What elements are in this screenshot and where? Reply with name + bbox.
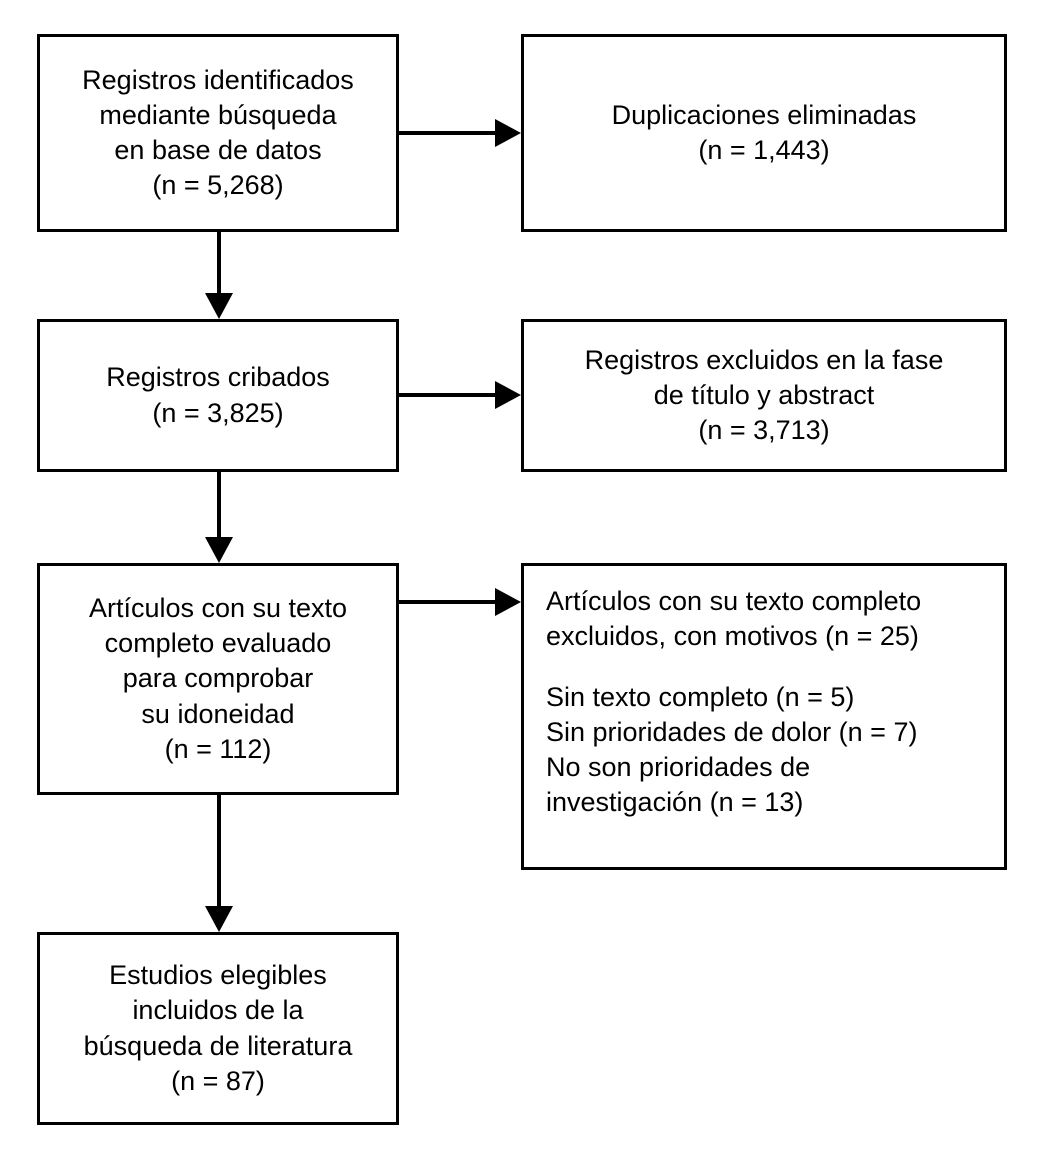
box-fulltext-assessed: Artículos con su texto completo evaluado… xyxy=(37,563,399,795)
arrow-head xyxy=(495,119,521,147)
arrow-right-icon-identified-to-duplicates xyxy=(399,119,521,147)
arrow-right-icon-fulltext-to-excluded xyxy=(399,588,521,616)
box-line: Registros excluidos en la fase xyxy=(584,344,944,375)
box-line: Registros identificados xyxy=(82,64,354,95)
box-line: Registros cribados xyxy=(106,362,330,393)
box-line-count: (n = 3,825) xyxy=(152,397,284,428)
box-records-excluded-title-abstract: Registros excluidos en la fase de título… xyxy=(521,319,1007,472)
arrow-down-icon-identified-to-screened xyxy=(205,232,233,319)
arrow-shaft xyxy=(399,131,499,135)
box-line-reason: Sin prioridades de dolor (n = 7) xyxy=(546,716,918,747)
box-line-reason: investigación (n = 13) xyxy=(546,787,804,818)
box-line: en base de datos xyxy=(114,135,322,165)
box-line-count: (n = 5,268) xyxy=(152,170,284,201)
box-line-count: (n = 1,443) xyxy=(698,135,830,165)
arrow-head xyxy=(205,906,233,932)
box-line: su idoneidad xyxy=(141,698,295,729)
box-line: incluidos de la xyxy=(132,995,304,1026)
arrow-head xyxy=(495,588,521,616)
box-fulltext-excluded-with-reasons: Artículos con su texto completo excluido… xyxy=(521,563,1007,870)
box-line-count: (n = 112) xyxy=(164,733,272,764)
arrow-shaft xyxy=(399,393,499,397)
box-line-count: (n = 3,713) xyxy=(698,415,830,446)
box-line: Estudios elegibles xyxy=(109,960,327,991)
box-line: Duplicaciones eliminadas xyxy=(611,99,917,130)
box-line-count: (n = 87) xyxy=(171,1065,265,1096)
arrow-head xyxy=(495,381,521,409)
box-line-reason: No son prioridades de xyxy=(546,752,811,783)
box-line: búsqueda de literatura xyxy=(83,1030,353,1061)
arrow-head xyxy=(205,293,233,319)
box-line-count: excluidos, con motivos (n = 25) xyxy=(546,621,919,652)
arrow-down-icon-fulltext-to-included xyxy=(205,795,233,932)
arrow-right-icon-screened-to-excluded xyxy=(399,381,521,409)
box-line: Artículos con su texto completo xyxy=(546,586,922,616)
arrow-shaft xyxy=(217,795,221,908)
arrow-shaft xyxy=(399,600,499,604)
box-line: para comprobar xyxy=(122,663,314,694)
arrow-shaft xyxy=(217,232,221,295)
arrow-shaft xyxy=(217,472,221,539)
box-line-reason: Sin texto completo (n = 5) xyxy=(546,681,855,712)
arrow-head xyxy=(205,537,233,563)
box-records-screened: Registros cribados (n = 3,825) xyxy=(37,319,399,472)
box-studies-included: Estudios elegibles incluidos de la búsqu… xyxy=(37,932,399,1125)
box-line: mediante búsqueda xyxy=(99,99,337,130)
box-line: completo evaluado xyxy=(104,628,332,659)
box-line: de título y abstract xyxy=(653,379,875,410)
box-duplicates-removed: Duplicaciones eliminadas (n = 1,443) xyxy=(521,34,1007,232)
box-records-identified: Registros identificados mediante búsqued… xyxy=(37,34,399,232)
box-line: Artículos con su texto xyxy=(88,593,348,624)
arrow-down-icon-screened-to-fulltext xyxy=(205,472,233,563)
